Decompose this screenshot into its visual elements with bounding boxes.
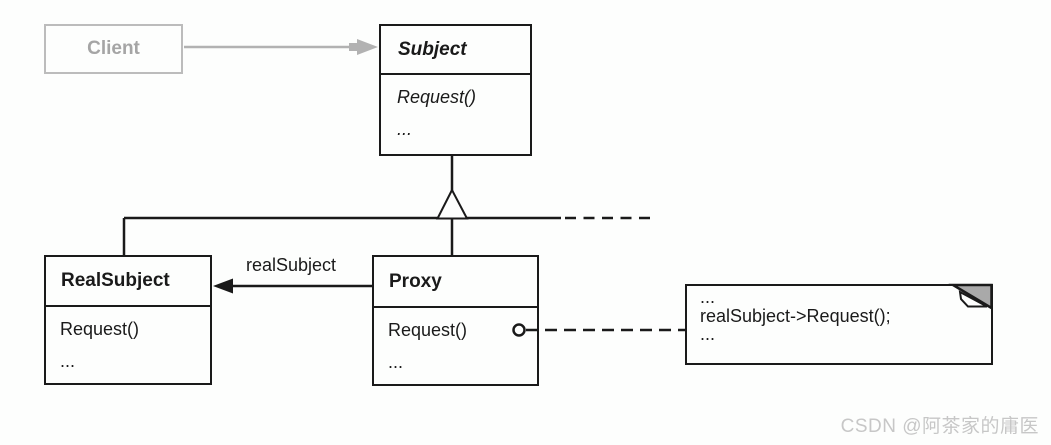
compartment-divider <box>374 306 537 308</box>
class-title-client: Client <box>87 38 140 59</box>
watermark-text: CSDN @阿茶家的庸医 <box>840 416 1039 437</box>
method-request: Request() <box>60 319 140 339</box>
note-line: ... <box>700 324 716 344</box>
compartment-divider <box>381 73 530 75</box>
class-title-subject: Subject <box>398 38 467 60</box>
class-box-subject: Subject Request() ... <box>379 24 532 156</box>
class-methods-proxy: Request() ... <box>374 308 537 373</box>
gray-arrowhead-icon <box>349 39 378 55</box>
class-title-realsubject: RealSubject <box>61 270 170 291</box>
association-label-realsubject: realSubject <box>246 255 337 275</box>
method-ellipsis: ... <box>388 352 404 372</box>
class-box-realsubject: RealSubject Request() ... <box>44 255 212 385</box>
proxy-realsubject-arrow <box>213 278 372 294</box>
class-title-proxy: Proxy <box>389 270 442 292</box>
solid-arrowhead-icon <box>213 278 233 294</box>
compartment-divider <box>46 305 210 307</box>
class-methods-subject: Request() ... <box>381 75 530 140</box>
client-subject-arrow <box>184 39 378 55</box>
class-methods-realsubject: Request() ... <box>46 307 210 372</box>
method-request: Request() <box>388 320 468 340</box>
implementation-connector <box>512 323 686 337</box>
method-request: Request() <box>397 87 477 107</box>
inheritance-triangle-icon <box>435 187 469 220</box>
class-box-proxy: Proxy Request() ... <box>372 255 539 386</box>
method-ellipsis: ... <box>397 119 413 139</box>
code-note-box: ... realSubject->Request(); ... <box>685 284 993 365</box>
note-line: ... <box>700 287 716 307</box>
class-box-client: Client <box>44 24 183 74</box>
note-line-code: realSubject->Request(); <box>700 306 891 326</box>
method-ellipsis: ... <box>60 351 76 371</box>
